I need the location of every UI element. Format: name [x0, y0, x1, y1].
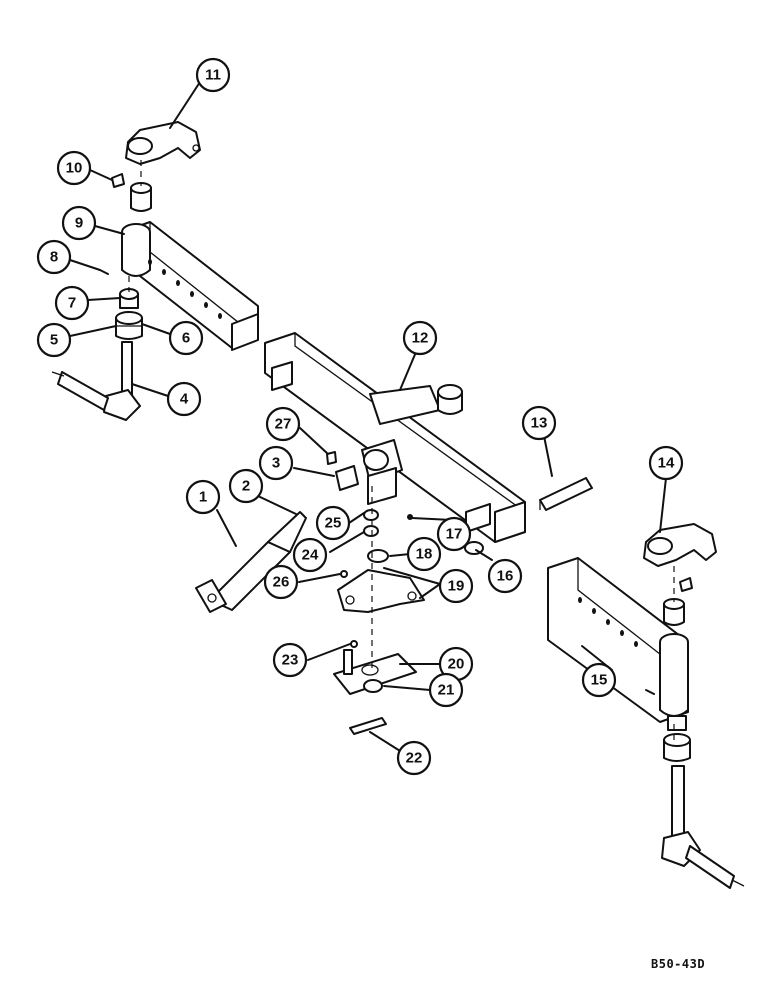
part-strap-22 — [349, 717, 387, 735]
callout-6: 6 — [168, 320, 204, 356]
callout-label: 12 — [412, 330, 429, 347]
part-bushing-pivot — [335, 465, 359, 491]
callout-label: 5 — [50, 332, 58, 349]
part-bushing-21 — [363, 679, 383, 693]
part-bellcrank — [337, 569, 425, 613]
callout-21: 21 — [428, 672, 464, 708]
part-bushing-18 — [367, 549, 389, 563]
callout-label: 6 — [182, 330, 190, 347]
part-spindle-right — [661, 715, 745, 889]
diagram-code: B50-43D — [651, 957, 706, 971]
callout-3: 3 — [258, 445, 294, 481]
part-bushing-upper-right — [663, 598, 685, 626]
callout-label: 26 — [273, 574, 290, 591]
callout-label: 8 — [50, 249, 58, 266]
callout-9: 9 — [61, 205, 97, 241]
callout-2: 2 — [228, 468, 264, 504]
callout-8: 8 — [36, 239, 72, 275]
callout-27: 27 — [265, 406, 301, 442]
callout-label: 23 — [282, 652, 299, 669]
callout-25: 25 — [315, 505, 351, 541]
callout-17: 17 — [436, 516, 472, 552]
callout-label: 4 — [180, 391, 189, 408]
callout-12: 12 — [402, 320, 438, 356]
callout-label: 7 — [68, 295, 76, 312]
callout-label: 16 — [497, 568, 514, 585]
part-axle-extension-right — [547, 557, 689, 723]
part-pin-left — [99, 269, 109, 275]
part-key-left — [111, 173, 125, 188]
callout-label: 21 — [438, 682, 455, 699]
callout-5: 5 — [36, 322, 72, 358]
callout-label: 2 — [242, 478, 250, 495]
callout-label: 17 — [446, 526, 463, 543]
callout-14: 14 — [648, 445, 684, 481]
callout-label: 1 — [199, 489, 207, 506]
part-axle-extension-left — [121, 221, 259, 351]
callout-22: 22 — [396, 740, 432, 776]
part-steering-arm-right — [643, 523, 717, 567]
part-key-right — [679, 577, 693, 592]
callout-label: 24 — [302, 547, 319, 564]
part-steering-cylinder — [195, 511, 307, 613]
callout-23: 23 — [272, 642, 308, 678]
callout-label: 22 — [406, 750, 423, 767]
part-axle-beam — [264, 332, 526, 543]
leader-lines — [69, 81, 675, 757]
part-pivot-pin — [539, 477, 593, 511]
callout-19: 19 — [438, 568, 474, 604]
part-bushing-lower-left — [119, 288, 139, 309]
callout-label: 27 — [275, 416, 292, 433]
callout-1: 1 — [185, 479, 221, 515]
part-grease-fitting-23 — [350, 640, 358, 648]
part-bushing-upper-left — [130, 182, 152, 212]
callout-label: 19 — [448, 578, 465, 595]
part-steering-arm-left — [125, 121, 201, 165]
callout-4: 4 — [166, 381, 202, 417]
callout-label: 18 — [416, 546, 433, 563]
callout-16: 16 — [487, 558, 523, 594]
callout-13: 13 — [521, 405, 557, 441]
callout-label: 10 — [66, 160, 83, 177]
callout-label: 20 — [448, 656, 465, 673]
callout-label: 13 — [531, 415, 548, 432]
callout-label: 15 — [591, 672, 608, 689]
callout-label: 11 — [205, 67, 221, 84]
callout-label: 9 — [75, 215, 83, 232]
callout-11: 11 — [195, 57, 231, 93]
callout-label: 14 — [658, 455, 675, 472]
callout-10: 10 — [56, 150, 92, 186]
callout-18: 18 — [406, 536, 442, 572]
callout-15: 15 — [581, 662, 617, 698]
part-fitting-27 — [326, 451, 337, 465]
part-grease-fitting-26 — [340, 570, 348, 578]
part-spindle-left — [51, 341, 141, 421]
callout-26: 26 — [263, 564, 299, 600]
part-spacers — [363, 509, 379, 537]
part-plate-20 — [333, 649, 417, 695]
part-bearing-left — [115, 311, 143, 340]
callout-7: 7 — [54, 285, 90, 321]
callout-label: 25 — [325, 515, 342, 532]
callout-label: 3 — [272, 455, 280, 472]
callout-24: 24 — [292, 537, 328, 573]
